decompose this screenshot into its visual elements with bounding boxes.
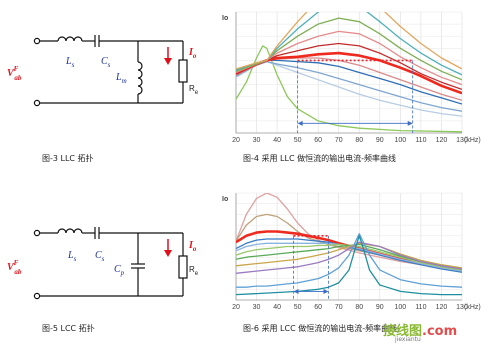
terminal-a <box>33 37 41 45</box>
series-line-9 <box>236 241 462 274</box>
re-label: Re <box>189 265 199 277</box>
x-tick-label: 60 <box>314 304 322 311</box>
x-tick-label: 50 <box>294 304 302 311</box>
lm-label: Lm <box>115 72 127 85</box>
series-line-5 <box>236 242 462 272</box>
x-tick-label: 130 <box>456 304 468 311</box>
fig3-caption: 图-3 LLC 拓扑 <box>42 154 94 163</box>
x-tick-label: 40 <box>273 304 281 311</box>
fig5-caption: 图-5 LCC 拓扑 <box>42 324 95 333</box>
ls-inductor <box>57 228 83 234</box>
x-tick-label: 40 <box>273 137 281 144</box>
x-tick-label: 120 <box>436 137 448 144</box>
watermark-logo: 接线图.com <box>383 324 458 339</box>
cp-label: Cp <box>114 264 125 277</box>
range-arrow-head-right <box>323 288 329 294</box>
x-tick-label: 50 <box>294 137 302 144</box>
io-label: Io <box>188 47 197 60</box>
series-line-6 <box>236 243 462 271</box>
terminal-b <box>33 99 41 107</box>
cs-label: Cs <box>95 250 105 263</box>
io-label: Io <box>188 240 197 253</box>
x-tick-label: 120 <box>436 304 448 311</box>
x-tick-label: 20 <box>232 137 240 144</box>
series-line-2 <box>236 213 462 269</box>
cs-label: Cs <box>101 56 111 69</box>
x-tick-label: 110 <box>415 304 426 311</box>
x-unit-label: (kHz) <box>464 137 481 144</box>
series-group <box>236 193 462 296</box>
x-tick-label: 80 <box>355 304 363 311</box>
x-tick-label: 70 <box>335 304 343 311</box>
terminal-b <box>33 292 41 300</box>
x-tick-label: 90 <box>376 304 384 311</box>
series-line-11 <box>236 235 462 296</box>
range-arrow-head-right <box>407 120 413 126</box>
y-axis-label: Io <box>222 15 228 22</box>
lm-inductor <box>137 61 143 95</box>
x-tick-label: 130 <box>456 137 468 144</box>
ls-label: Ls <box>67 250 77 263</box>
x-tick-label: 30 <box>253 304 261 311</box>
x-tick-label: 100 <box>395 137 407 144</box>
terminal-a <box>33 229 41 237</box>
x-unit-label: (kHz) <box>464 304 481 311</box>
series-line-1 <box>236 193 462 271</box>
x-tick-label: 80 <box>355 137 363 144</box>
series-line-4 <box>236 238 462 273</box>
series-line-10 <box>236 233 462 288</box>
re-label: Re <box>189 84 199 96</box>
x-tick-label: 60 <box>314 137 322 144</box>
x-tick-label: 70 <box>335 137 343 144</box>
x-tick-label: 30 <box>253 137 261 144</box>
series-line-1 <box>236 45 462 133</box>
fig6-caption: 图-6 采用 LCC 做恒流的输出电流-频率曲线 <box>243 324 398 333</box>
watermark-url: jiexiantu <box>395 336 421 343</box>
x-tick-label: 110 <box>415 137 426 144</box>
range-arrow-head-left <box>297 120 303 126</box>
fig4-caption: 图-4 采用 LLC 做恒流的输出电流-频率曲线 <box>243 154 396 163</box>
x-tick-label: 90 <box>376 137 384 144</box>
ls-label: Ls <box>65 56 75 69</box>
series-line-8 <box>236 242 462 269</box>
range-arrow-head-left <box>293 288 299 294</box>
x-tick-label: 20 <box>232 304 240 311</box>
x-tick-label: 100 <box>395 304 407 311</box>
series-line-11 <box>236 12 462 70</box>
series-group <box>236 12 462 133</box>
ls-inductor <box>57 36 83 42</box>
y-axis-label: Io <box>222 196 228 203</box>
